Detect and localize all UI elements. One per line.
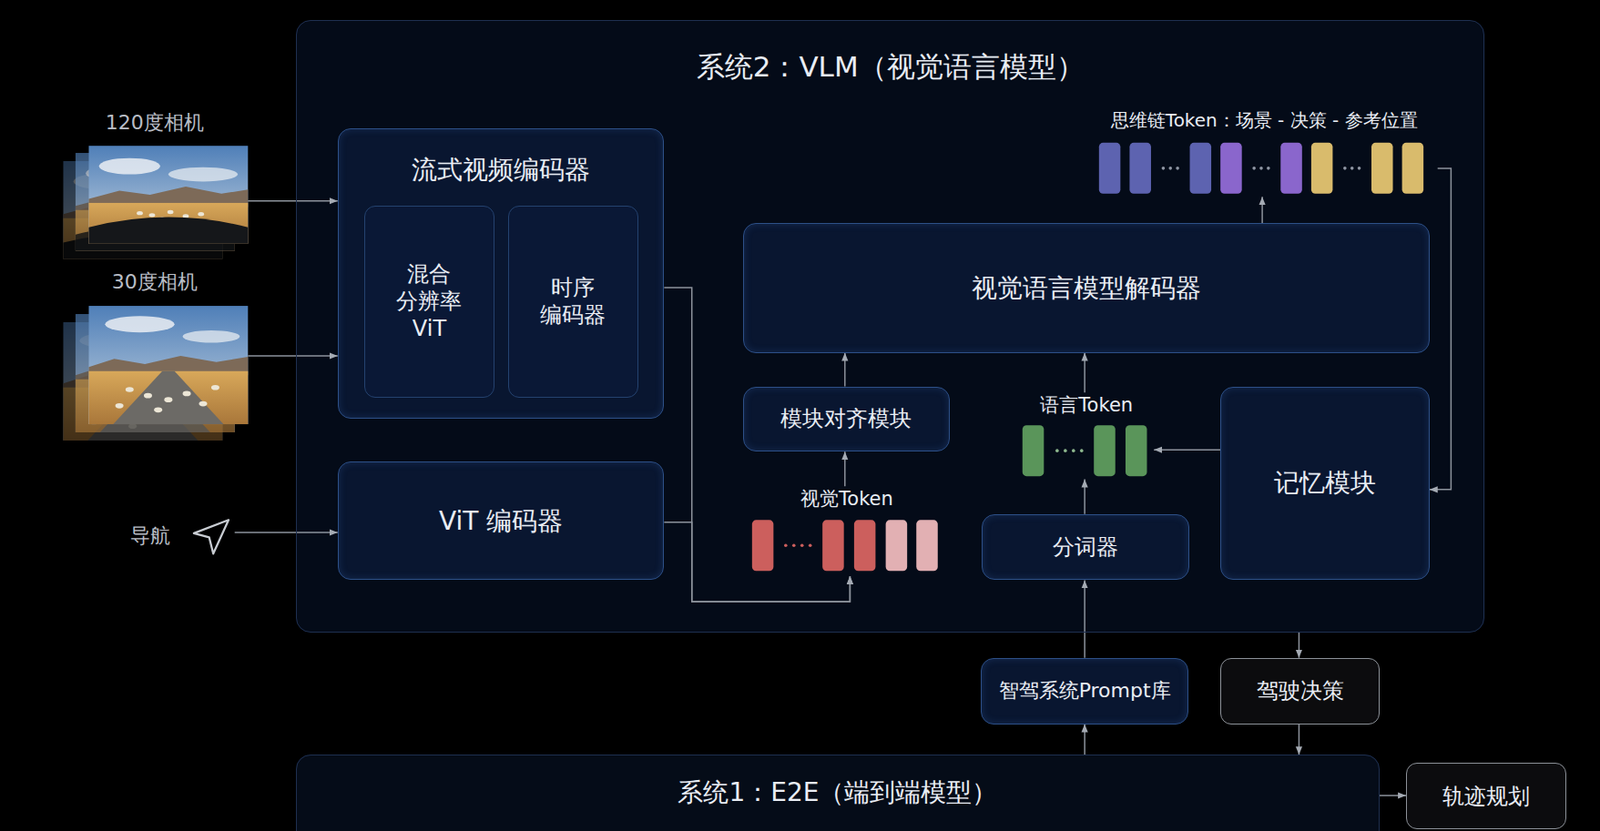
- encoder-box: ViT 编码器: [337, 461, 665, 581]
- prompt-box: 智驾系统Prompt库: [980, 658, 1190, 725]
- visual-token-bars: [886, 519, 908, 571]
- cot-token-bars: [1220, 142, 1243, 194]
- language-token-bars: [1080, 448, 1084, 453]
- connector: [663, 522, 850, 602]
- process-box: 模块对齐模块: [743, 387, 950, 453]
- visual-token-bars: [752, 519, 775, 571]
- visual-token-bars: [800, 544, 805, 549]
- cot-token-bars: [1129, 142, 1152, 194]
- visual-token-bars: [916, 519, 938, 571]
- cot-token-bars: [1402, 142, 1425, 194]
- cot-token-bars: [1259, 166, 1264, 171]
- memory-box: 记忆模块: [1220, 387, 1430, 581]
- connector: [247, 200, 338, 203]
- node-label: 视觉Token: [800, 487, 894, 511]
- node-label: 混合 分辨率 ViT: [392, 260, 468, 343]
- navigation-icon: [193, 519, 229, 554]
- e2e-panel-fill: [295, 754, 1380, 831]
- visual-token-bars: [854, 519, 877, 571]
- language-token-bars: [1022, 425, 1045, 477]
- node-label: 分词器: [1052, 533, 1119, 561]
- connector: [1429, 168, 1452, 490]
- node-label: 记忆模块: [1273, 467, 1376, 500]
- cot-token-bars: [1266, 166, 1271, 171]
- node-label: 系统1：E2E（端到端模型）: [677, 776, 998, 809]
- camera-30-frames: [62, 305, 248, 441]
- output-box: 驾驶决策: [1220, 658, 1380, 725]
- connector: [1379, 794, 1407, 797]
- cot-token-bars: [1161, 166, 1166, 171]
- node-label: 驾驶决策: [1256, 677, 1345, 705]
- visual-token-bars: [822, 519, 845, 571]
- node-label: 流式视频编码器: [411, 153, 591, 186]
- vlm-panel-fill: [295, 20, 1485, 632]
- cot-token-bars: [1252, 166, 1256, 171]
- connector: [1083, 353, 1086, 394]
- cot-token-bars: [1099, 142, 1424, 194]
- node-label: 智驾系统Prompt库: [998, 678, 1172, 704]
- connector: [1083, 724, 1086, 756]
- camera-120-frames: [62, 145, 248, 259]
- connector: [1153, 448, 1221, 451]
- cot-token-bars: [1168, 166, 1172, 171]
- token-group: 视觉Token: [748, 486, 945, 577]
- language-token-bars: [1022, 425, 1148, 477]
- node-label: 语言Token: [1039, 393, 1133, 418]
- node-label: 轨迹规划: [1442, 783, 1530, 811]
- node-label: 模块对齐模块: [780, 405, 912, 433]
- cot-token-bars: [1175, 166, 1180, 171]
- encoder-box: 流式视频编码器混合 分辨率 ViT 时序 编码器: [337, 128, 665, 419]
- process-box: 分词器: [981, 514, 1191, 581]
- connector: [1083, 580, 1086, 658]
- cot-token-bars: [1099, 142, 1122, 194]
- language-token-bars: [1055, 448, 1060, 453]
- visual-token-bars: [784, 544, 788, 549]
- navigation-input: 导航: [126, 514, 235, 558]
- language-token-bars: [1093, 425, 1116, 477]
- language-token-bars: [1125, 425, 1148, 477]
- connector: [247, 355, 338, 357]
- camera-120-frames: [88, 145, 248, 245]
- visual-token-bars: [792, 544, 796, 549]
- cot-token-bars: [1190, 142, 1213, 194]
- node-label: 30度相机: [112, 269, 198, 296]
- encoder-sub-box: 混合 分辨率 ViT: [364, 205, 495, 398]
- system-panel: 系统2：VLM（视觉语言模型） 流式视频编码器混合 分辨率 ViT 时序 编码器 思维…: [295, 20, 1485, 632]
- node-label: 视觉语言模型解码器: [971, 272, 1202, 305]
- visual-token-bars: [808, 544, 813, 549]
- cot-token-bars: [1311, 142, 1334, 194]
- node-label: ViT 编码器: [438, 505, 563, 538]
- encoder-sub-box: 时序 编码器: [508, 205, 639, 398]
- connector: [234, 531, 338, 534]
- node-label: 系统2：VLM（视觉语言模型）: [696, 49, 1085, 85]
- system-panel: 系统1：E2E（端到端模型）: [295, 754, 1380, 831]
- camera-image: 120度相机: [61, 108, 248, 262]
- camera-image: 30度相机: [61, 267, 248, 427]
- cot-token-bars: [1371, 142, 1394, 194]
- node-label: 时序 编码器: [536, 274, 612, 329]
- connector: [1298, 724, 1301, 756]
- node-label: 思维链Token：场景 - 决策 - 参考位置: [1110, 109, 1418, 133]
- cot-token-bars: [1350, 166, 1355, 171]
- cot-token-bars: [1343, 166, 1347, 171]
- cot-token-bars: [1280, 142, 1303, 194]
- decoder-box: 视觉语言模型解码器: [743, 223, 1430, 353]
- connector: [844, 451, 846, 487]
- token-group: 思维链Token：场景 - 决策 - 参考位置: [1090, 107, 1438, 198]
- camera-30-frames: [88, 305, 248, 425]
- visual-token-bars: [752, 519, 938, 571]
- connector: [1261, 196, 1264, 224]
- token-group: 语言Token: [1019, 392, 1154, 479]
- connector: [844, 353, 846, 388]
- output-box: 轨迹规划: [1406, 763, 1567, 830]
- language-token-bars: [1063, 448, 1068, 453]
- connector: [1298, 632, 1301, 659]
- node-label: 120度相机: [105, 110, 204, 136]
- connector: [1083, 479, 1086, 515]
- language-token-bars: [1071, 448, 1076, 453]
- node-label: 导航: [130, 523, 171, 550]
- cot-token-bars: [1357, 166, 1362, 171]
